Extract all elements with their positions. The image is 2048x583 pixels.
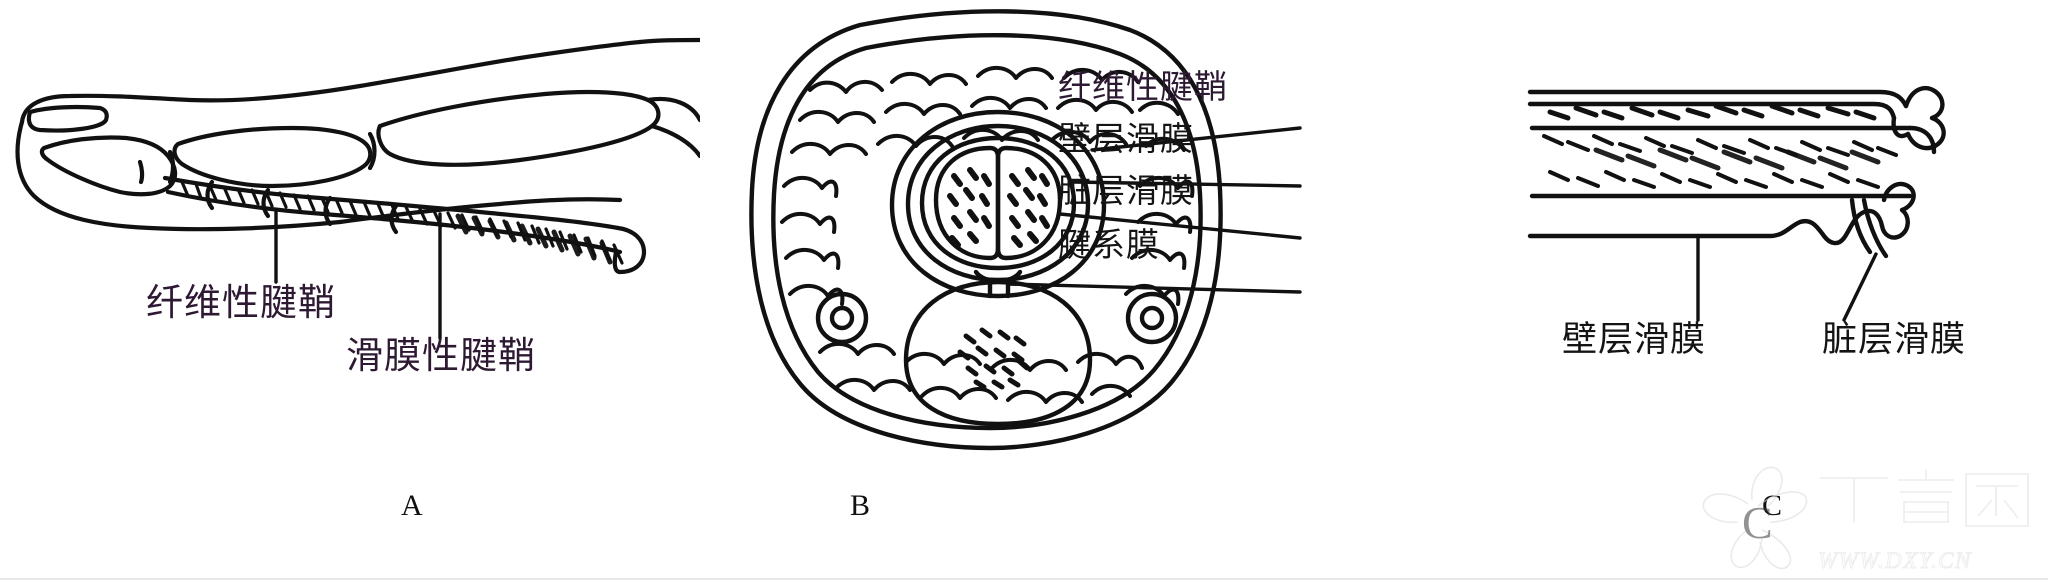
panel-caption-b: B bbox=[850, 489, 871, 522]
label-c-visceral-synovium: 脏层滑膜 bbox=[1822, 320, 1967, 359]
label-c-parietal-synovium: 壁层滑膜 bbox=[1562, 320, 1707, 359]
label-a-fibrous-sheath: 纤维性腱鞘 bbox=[146, 282, 336, 323]
panel-c: 壁层滑膜 脏层滑膜 C bbox=[1440, 0, 2048, 580]
panel-caption-c: C bbox=[1762, 489, 1783, 522]
panel-b: 纤维性腱鞘 壁层滑膜 脏层滑膜 腱系膜 B bbox=[660, 0, 1380, 580]
panel-a: 纤维性腱鞘 滑膜性腱鞘 A bbox=[0, 0, 700, 580]
panel-c-illustration bbox=[1527, 85, 1946, 322]
label-b-fibrous-sheath: 纤维性腱鞘 bbox=[1058, 68, 1228, 105]
panel-caption-a: A bbox=[401, 489, 423, 522]
label-b-visceral-synovium: 脏层滑膜 bbox=[1058, 172, 1194, 209]
panel-a-illustration bbox=[15, 37, 700, 340]
label-b-parietal-synovium: 壁层滑膜 bbox=[1058, 120, 1194, 157]
bottom-divider bbox=[0, 578, 2048, 580]
panel-b-illustration bbox=[749, 9, 1302, 451]
label-b-mesotendon: 腱系膜 bbox=[1058, 226, 1160, 263]
label-a-synovial-sheath: 滑膜性腱鞘 bbox=[346, 335, 536, 376]
